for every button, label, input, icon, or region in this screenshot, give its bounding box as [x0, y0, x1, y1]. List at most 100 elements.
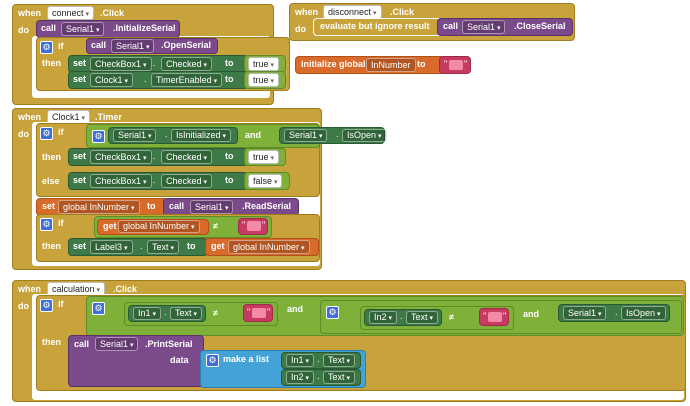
global-innumber-dropdown[interactable]: global InNumber	[228, 240, 310, 254]
set-label3-text-block[interactable]: set Label3 . Text to	[68, 238, 208, 256]
true-value-block[interactable]: true	[244, 148, 286, 166]
in2-component-dropdown[interactable]: In2	[286, 371, 314, 384]
gear-icon[interactable]: ⚙	[40, 299, 53, 312]
initialize-serial-method: .InitializeSerial	[113, 23, 176, 33]
call-close-serial-block[interactable]: call Serial1 .CloseSerial	[437, 18, 573, 36]
in2-text-getter[interactable]: In2 . Text	[364, 309, 442, 326]
is-open-property-dropdown[interactable]: IsOpen	[621, 306, 666, 320]
in1-text-getter[interactable]: In1 . Text	[281, 352, 361, 369]
serial1-component-dropdown[interactable]: Serial1	[284, 129, 328, 142]
checked-property-dropdown[interactable]: Checked	[161, 150, 212, 164]
initialize-global-innumber-block[interactable]: initialize global InNumber to	[295, 56, 445, 74]
global-innumber-dropdown[interactable]: global InNumber	[118, 220, 200, 233]
in1-component-dropdown[interactable]: In1	[133, 307, 161, 320]
gear-icon[interactable]: ⚙	[40, 218, 53, 231]
checked-property-dropdown[interactable]: Checked	[161, 174, 212, 188]
checkbox1-component-dropdown[interactable]: CheckBox1	[90, 57, 152, 71]
text-property-dropdown[interactable]: Text	[170, 307, 202, 320]
gear-icon[interactable]: ⚙	[206, 354, 219, 367]
set-checkbox1-checked-block[interactable]: set CheckBox1 . Checked to	[68, 172, 248, 190]
set-clock1-timer-enabled-block[interactable]: set Clock1 . TimerEnabled to	[68, 71, 248, 89]
serial1-is-open-getter[interactable]: Serial1 . IsOpen	[558, 304, 670, 322]
gear-icon[interactable]: ⚙	[92, 130, 105, 143]
true-dropdown[interactable]: true	[248, 57, 279, 71]
set-global-innumber-block[interactable]: set global InNumber to	[36, 198, 168, 216]
empty-text-block[interactable]: " "	[439, 56, 471, 74]
empty-text-block[interactable]: " "	[243, 304, 273, 322]
dot-separator: .	[317, 354, 320, 364]
checkbox1-component-dropdown[interactable]: CheckBox1	[90, 150, 152, 164]
click-event-label: .Click	[390, 7, 415, 17]
in1-component-dropdown[interactable]: In1	[286, 354, 314, 367]
open-quote: "	[483, 311, 487, 321]
dot-separator: .	[164, 307, 167, 317]
close-quote: "	[262, 220, 266, 230]
text-property-dropdown[interactable]: Text	[323, 371, 355, 384]
text-value-field[interactable]	[488, 312, 502, 322]
true-value-block[interactable]: true	[244, 55, 286, 73]
serial1-component-dropdown[interactable]: Serial1	[190, 200, 234, 214]
serial1-is-open-getter[interactable]: Serial1 . IsOpen	[279, 127, 387, 144]
gear-icon[interactable]: ⚙	[40, 41, 53, 54]
if-keyword: if	[58, 299, 64, 309]
to-keyword: to	[147, 201, 156, 211]
serial1-component-dropdown[interactable]: Serial1	[563, 306, 607, 320]
serial1-component-dropdown[interactable]: Serial1	[462, 20, 506, 34]
text-property-dropdown[interactable]: Text	[323, 354, 355, 367]
text-value-field[interactable]	[449, 60, 463, 70]
open-quote: "	[242, 220, 246, 230]
true-dropdown[interactable]: true	[248, 150, 279, 164]
clock1-component-dropdown[interactable]: Clock1	[90, 73, 133, 87]
to-keyword: to	[187, 241, 196, 251]
true-dropdown[interactable]: true	[248, 73, 279, 87]
serial1-is-initialized-getter[interactable]: Serial1 . IsInitialized	[108, 127, 238, 144]
get-global-innumber-block[interactable]: get global InNumber	[205, 238, 319, 256]
gear-icon[interactable]: ⚙	[40, 127, 53, 140]
call-initialize-serial-block[interactable]: call Serial1 .InitializeSerial	[36, 20, 180, 38]
set-checkbox1-checked-block[interactable]: set CheckBox1 . Checked to	[68, 55, 248, 73]
checkbox1-component-dropdown[interactable]: CheckBox1	[90, 174, 152, 188]
timer-enabled-property-dropdown[interactable]: TimerEnabled	[151, 73, 223, 87]
serial1-component-dropdown[interactable]: Serial1	[95, 337, 139, 351]
label3-component-dropdown[interactable]: Label3	[90, 240, 133, 254]
disconnect-dropdown[interactable]: disconnect	[323, 5, 382, 19]
false-dropdown[interactable]: false	[248, 174, 283, 188]
then-keyword: then	[42, 337, 61, 347]
text-value-field[interactable]	[247, 221, 261, 231]
empty-text-block[interactable]: " "	[479, 308, 509, 326]
checked-property-dropdown[interactable]: Checked	[161, 57, 212, 71]
gear-icon[interactable]: ⚙	[326, 306, 339, 319]
is-open-property-dropdown[interactable]: IsOpen	[342, 129, 387, 142]
get-global-innumber-block[interactable]: get global InNumber	[97, 219, 209, 235]
connect-dropdown[interactable]: connect	[47, 6, 94, 20]
not-equal-operator[interactable]: ≠	[449, 312, 454, 322]
in1-text-getter[interactable]: In1 . Text	[128, 305, 206, 322]
call-keyword: call	[443, 21, 459, 31]
false-value-block[interactable]: false	[244, 172, 290, 190]
evaluate-ignore-label: evaluate but ignore result	[320, 21, 430, 31]
do-keyword: do	[18, 301, 29, 311]
call-open-serial-block[interactable]: call Serial1 .OpenSerial	[86, 38, 218, 54]
in2-component-dropdown[interactable]: In2	[369, 311, 397, 324]
innumber-name-field[interactable]: InNumber	[366, 58, 416, 72]
evaluate-ignore-result-block[interactable]: evaluate but ignore result	[313, 18, 447, 36]
not-equal-operator[interactable]: ≠	[213, 221, 218, 231]
text-value-field[interactable]	[252, 308, 266, 318]
and-keyword: and	[245, 130, 262, 140]
then-keyword: then	[42, 58, 61, 68]
set-checkbox1-checked-block[interactable]: set CheckBox1 . Checked to	[68, 148, 248, 166]
is-initialized-property-dropdown[interactable]: IsInitialized	[171, 129, 231, 142]
global-innumber-dropdown[interactable]: global InNumber	[58, 200, 140, 214]
text-property-dropdown[interactable]: Text	[147, 240, 179, 254]
not-equal-operator[interactable]: ≠	[213, 308, 218, 318]
true-value-block[interactable]: true	[244, 71, 286, 89]
then-keyword: then	[42, 152, 61, 162]
call-print-serial-block[interactable]: call Serial1 .PrintSerial data	[68, 335, 204, 387]
in2-text-getter[interactable]: In2 . Text	[281, 369, 361, 386]
empty-text-block[interactable]: " "	[238, 218, 268, 235]
serial1-component-dropdown[interactable]: Serial1	[113, 129, 157, 142]
gear-icon[interactable]: ⚙	[92, 302, 105, 315]
serial1-component-dropdown[interactable]: Serial1	[111, 39, 155, 53]
text-property-dropdown[interactable]: Text	[406, 311, 438, 324]
serial1-component-dropdown[interactable]: Serial1	[61, 22, 105, 36]
